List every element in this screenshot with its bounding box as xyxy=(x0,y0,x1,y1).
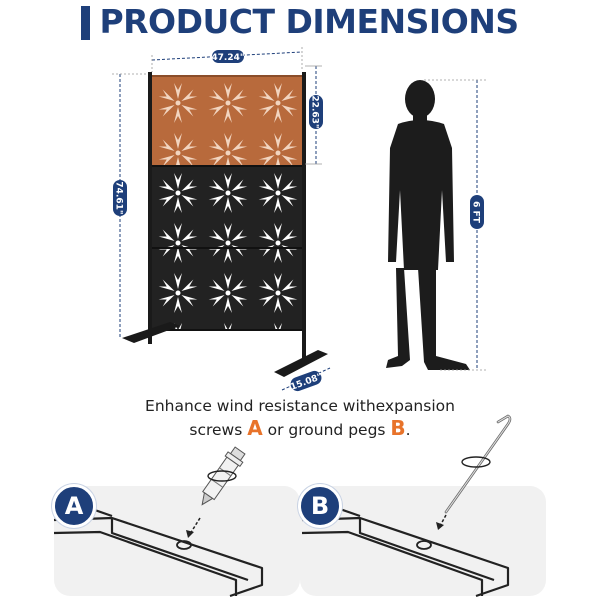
header: PRODUCT DIMENSIONS xyxy=(0,0,600,44)
right-foot xyxy=(274,350,328,377)
person-height-label: 6 FT xyxy=(471,201,481,224)
rotate-arrow-b-icon xyxy=(461,456,491,468)
hole-b xyxy=(416,540,432,550)
panel-height-label: 22.63" xyxy=(310,95,320,128)
product-illustration: 47.24" 22.63" 74.61" 15.08" xyxy=(112,47,488,393)
badge-b: B xyxy=(298,484,342,528)
rotate-arrow-a-icon xyxy=(207,470,237,482)
badge-a: A xyxy=(52,484,96,528)
width-dimension: 47.24" xyxy=(151,47,303,72)
option-a-marker: A xyxy=(247,416,263,440)
insert-arrow-b-icon xyxy=(439,514,447,527)
privacy-screen xyxy=(122,72,328,377)
title-accent-bar xyxy=(81,6,91,40)
panel-height-dimension: 22.63" xyxy=(305,65,323,165)
total-height-dimension: 74.61" xyxy=(112,73,148,338)
installation-note: Enhance wind resistance withexpansion sc… xyxy=(0,395,600,441)
width-label: 47.24" xyxy=(211,53,244,63)
note-line-2: screws A or ground pegs B. xyxy=(0,417,600,441)
person-silhouette xyxy=(386,80,470,370)
note-text-pegs: or ground pegs xyxy=(262,421,391,439)
left-post xyxy=(148,72,152,344)
left-foot xyxy=(122,322,180,343)
note-period: . xyxy=(405,421,411,439)
right-post xyxy=(302,72,306,364)
page-title: PRODUCT DIMENSIONS xyxy=(99,2,519,41)
option-b-marker: B xyxy=(390,416,406,440)
rust-panel xyxy=(150,75,304,167)
total-height-label: 74.61" xyxy=(114,181,124,214)
note-text-screws: screws xyxy=(189,421,248,439)
note-line-1: Enhance wind resistance withexpansion xyxy=(145,397,455,415)
person-height-dimension: 6 FT xyxy=(424,79,488,371)
